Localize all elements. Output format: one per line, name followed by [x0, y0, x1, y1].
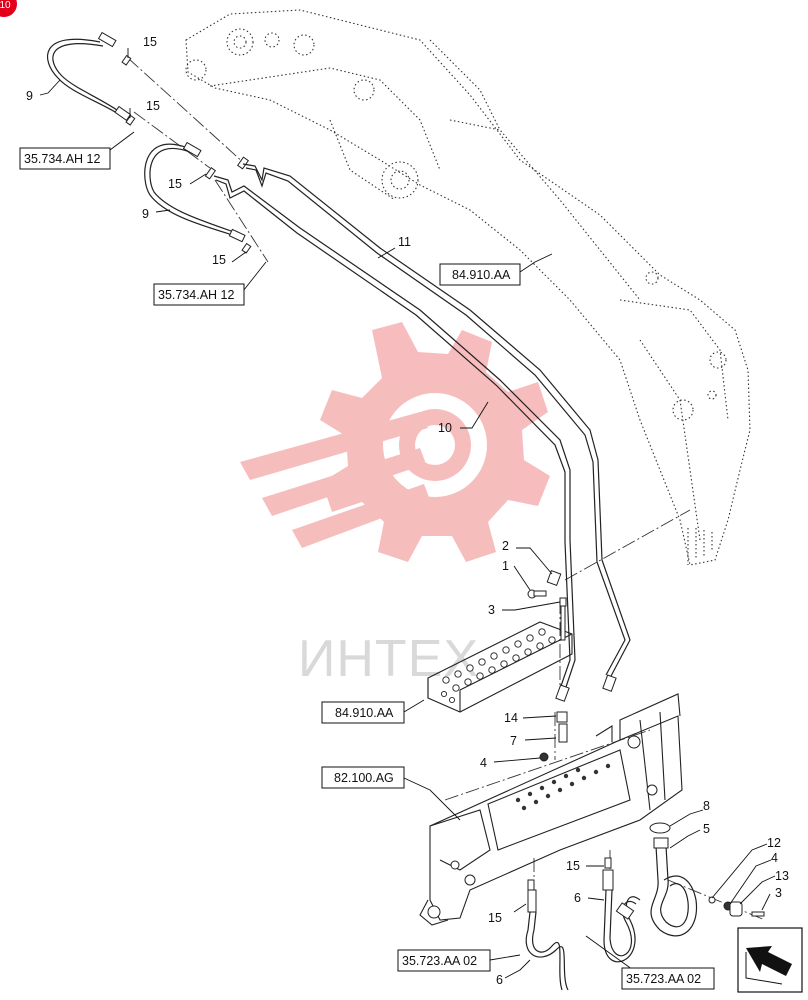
fittings-15 [121, 54, 612, 891]
callout-6a: 6 [574, 891, 581, 905]
ref-35-723-aa-02-a-label: 35.723.AA 02 [402, 954, 477, 968]
page-badge: 10 [0, 0, 17, 17]
callout-6b: 6 [496, 973, 503, 987]
ref-35-734-ah-12-b-label: 35.734.AH 12 [158, 288, 234, 302]
watermark-gear-icon [240, 322, 550, 562]
callout-15e: 15 [566, 859, 580, 873]
quick-attach-frame [419, 693, 683, 926]
callout-13: 13 [775, 869, 789, 883]
hose-6-left [525, 889, 569, 991]
callout-15a: 15 [143, 35, 157, 49]
callout-15d: 15 [212, 253, 226, 267]
fittings-12-4-13-3 [708, 896, 765, 917]
callout-12: 12 [767, 836, 781, 850]
leader-lines [39, 48, 776, 979]
coupler-8 [649, 822, 671, 834]
callout-9a: 9 [26, 89, 33, 103]
ref-35-723-aa-02-a[interactable]: 35.723.AA 02 [397, 949, 491, 972]
bolt-3-upper [559, 597, 567, 641]
ref-35-723-aa-02-b[interactable]: 35.723.AA 02 [621, 967, 715, 990]
ref-82-100-ag-label: 82.100.AG [334, 771, 394, 785]
ref-35-734-ah-12-a[interactable]: 35.734.AH 12 [19, 147, 111, 170]
ref-84-910-aa-a-label: 84.910.AA [452, 268, 511, 282]
callout-numbers: 15 9 15 15 9 15 11 10 2 1 3 14 7 4 8 5 1… [26, 35, 789, 987]
callout-3a: 3 [488, 603, 495, 617]
callout-14: 14 [504, 711, 518, 725]
callout-10: 10 [438, 421, 452, 435]
steel-pipe-11 [242, 163, 631, 679]
callout-15c: 15 [168, 177, 182, 191]
callout-4a: 4 [480, 756, 487, 770]
loader-boom [185, 9, 751, 566]
next-page-arrow-icon[interactable] [737, 927, 803, 993]
hose-9-upper [46, 31, 132, 121]
hose-5 [650, 837, 698, 937]
steel-pipe-10 [213, 175, 576, 691]
callout-4b: 4 [771, 851, 778, 865]
clamp-14-7 [556, 711, 568, 743]
clamp-2 [546, 570, 562, 586]
callout-1: 1 [502, 559, 509, 573]
ref-84-910-aa-b-label: 84.910.AA [335, 706, 394, 720]
step-plate [427, 621, 573, 713]
hose-6-right [602, 869, 641, 963]
bolt-1 [527, 589, 547, 599]
callout-7: 7 [510, 734, 517, 748]
hose-9-lower [144, 141, 246, 243]
callout-5: 5 [703, 822, 710, 836]
callout-8: 8 [703, 799, 710, 813]
ref-35-734-ah-12-b[interactable]: 35.734.AH 12 [153, 283, 245, 306]
callout-3b: 3 [775, 886, 782, 900]
callout-15f: 15 [488, 911, 502, 925]
ref-84-910-aa-a[interactable]: 84.910.AA [439, 263, 521, 286]
reference-boxes: 35.734.AH 12 35.734.AH 12 84.910.AA 84.9… [19, 147, 715, 990]
callout-15b: 15 [146, 99, 160, 113]
callout-11: 11 [398, 235, 411, 249]
ref-84-910-aa-b[interactable]: 84.910.AA [321, 701, 405, 724]
page-badge-label: 10 [0, 0, 11, 11]
ref-35-734-ah-12-a-label: 35.734.AH 12 [24, 152, 100, 166]
pipe-end-fittings [555, 674, 617, 702]
watermark-text: ИНТЕХ [298, 630, 479, 688]
callout-2: 2 [502, 539, 509, 553]
callout-9b: 9 [142, 207, 149, 221]
ref-35-723-aa-02-b-label: 35.723.AA 02 [626, 972, 701, 986]
nut-4 [539, 752, 549, 762]
ref-82-100-ag[interactable]: 82.100.AG [321, 766, 405, 789]
